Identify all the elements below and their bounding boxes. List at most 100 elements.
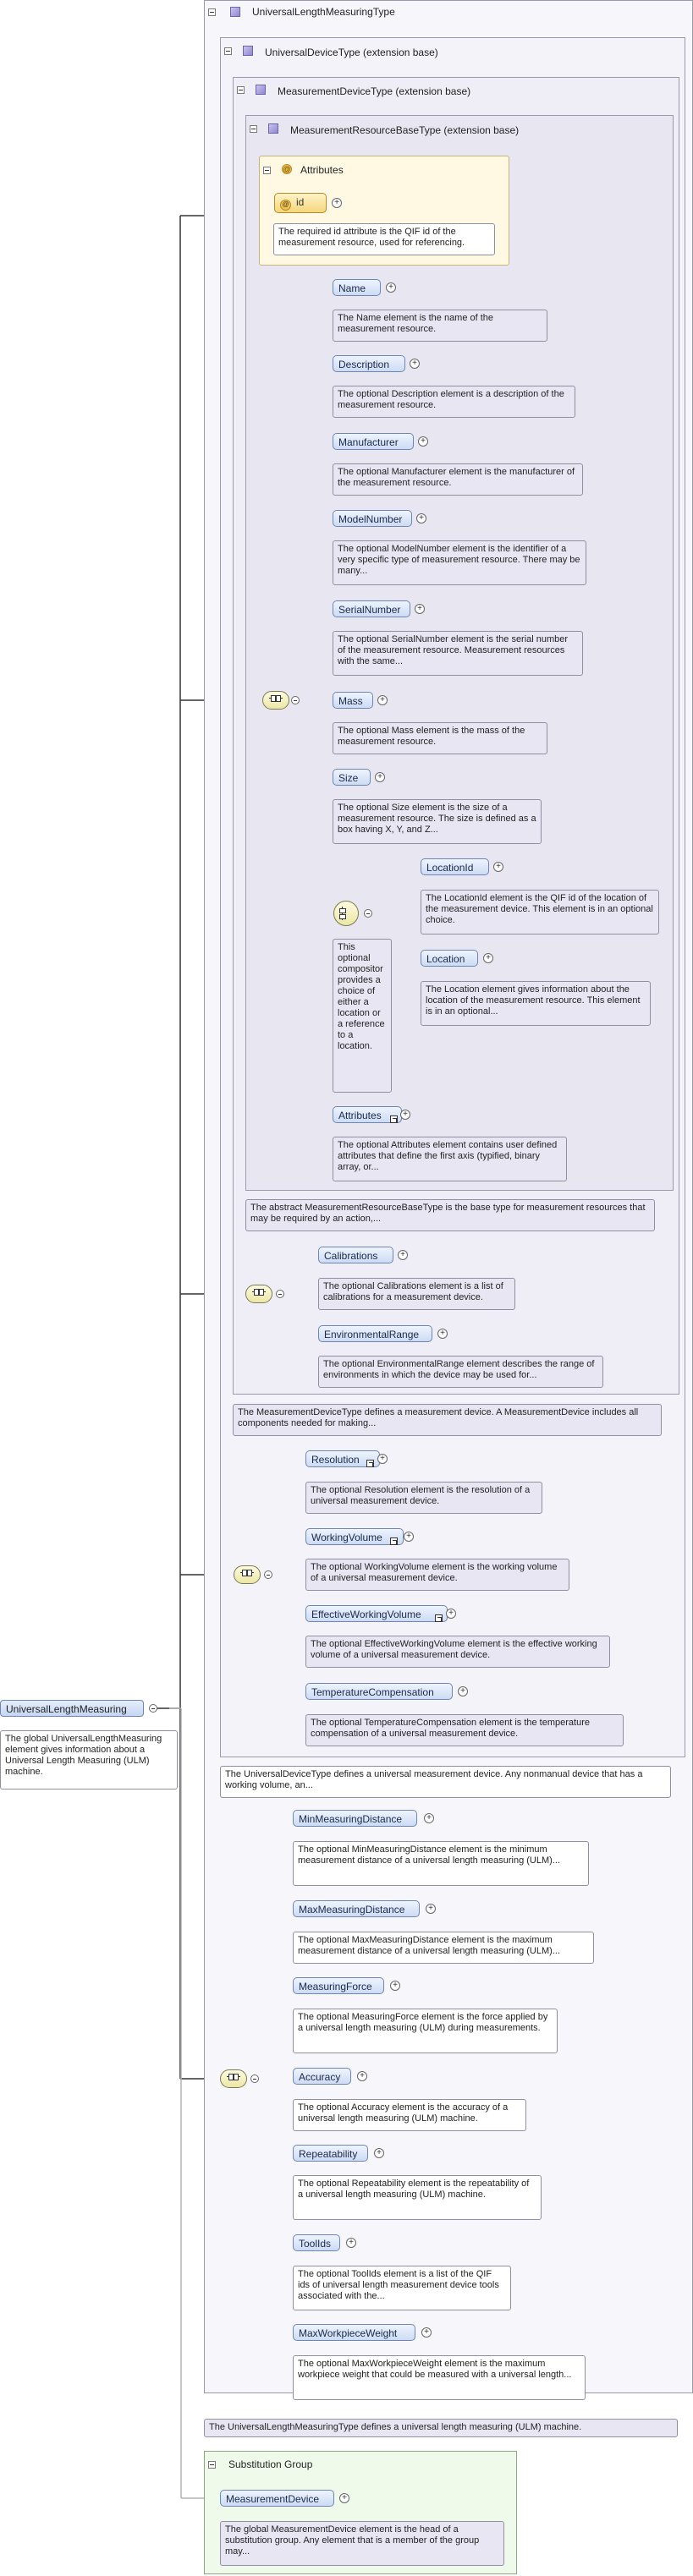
reference-arrow-icon	[366, 1460, 374, 1467]
collapse-toggle[interactable]	[291, 696, 300, 704]
element-measurementdevice[interactable]: MeasurementDevice	[220, 2490, 334, 2507]
collapse-toggle[interactable]	[237, 86, 245, 94]
collapse-toggle[interactable]	[208, 2461, 216, 2469]
expand-icon[interactable]: +	[357, 2071, 367, 2081]
expand-icon[interactable]: +	[418, 436, 428, 447]
element-location[interactable]: Location	[421, 950, 478, 967]
collapse-toggle[interactable]	[250, 2075, 259, 2083]
element-workingvolume[interactable]: WorkingVolume	[305, 1528, 404, 1545]
element-attributes[interactable]: Attributes	[333, 1106, 402, 1123]
element-measuringforce[interactable]: MeasuringForce	[293, 1977, 384, 1994]
element-doc: The optional Resolution element is the r…	[305, 1482, 542, 1514]
expand-icon[interactable]: +	[424, 1813, 434, 1823]
attribute-id[interactable]: @id	[274, 193, 327, 213]
expand-icon[interactable]: +	[390, 1981, 400, 1991]
element-effectiveworkingvolume[interactable]: EffectiveWorkingVolume	[305, 1605, 448, 1622]
element-calibrations[interactable]: Calibrations	[318, 1247, 393, 1263]
element-toolids[interactable]: ToolIds	[293, 2234, 340, 2251]
expand-icon[interactable]: +	[400, 1110, 410, 1120]
root-element[interactable]: UniversalLengthMeasuring	[0, 1700, 144, 1717]
expand-icon[interactable]: +	[339, 2493, 349, 2503]
expand-icon[interactable]: +	[375, 772, 385, 782]
element-doc: The optional EffectiveWorkingVolume elem…	[305, 1636, 610, 1668]
reference-arrow-icon	[390, 1537, 398, 1545]
expand-icon[interactable]: +	[404, 1532, 414, 1542]
complex-type-icon	[256, 85, 266, 95]
choice-doc: This optional compositor provides a choi…	[333, 939, 392, 1093]
expand-icon[interactable]: +	[346, 2238, 356, 2248]
reference-arrow-icon	[390, 1115, 398, 1123]
reference-arrow-icon	[435, 1614, 443, 1622]
element-doc: The optional Size element is the size of…	[333, 799, 542, 844]
expand-icon[interactable]: +	[493, 862, 503, 872]
collapse-toggle[interactable]	[224, 47, 232, 55]
element-doc: The optional Accuracy element is the acc…	[293, 2099, 526, 2131]
expand-icon[interactable]: +	[377, 695, 388, 705]
element-manufacturer[interactable]: Manufacturer	[333, 433, 414, 450]
expand-icon[interactable]: +	[426, 1904, 436, 1914]
element-accuracy[interactable]: Accuracy	[293, 2068, 351, 2085]
element-description[interactable]: Description	[333, 355, 405, 372]
element-name[interactable]: Name	[333, 279, 381, 296]
expand-icon[interactable]: +	[386, 282, 396, 293]
element-doc: The optional Attributes element contains…	[333, 1137, 567, 1181]
sequence-compositor-icon	[245, 1285, 272, 1303]
expand-icon[interactable]: +	[377, 1454, 388, 1464]
expand-icon[interactable]: +	[446, 1609, 456, 1619]
sequence-compositor-icon	[220, 2069, 247, 2088]
resource-base-doc: The abstract MeasurementResourceBaseType…	[245, 1199, 655, 1231]
collapse-toggle[interactable]	[264, 1570, 272, 1579]
element-doc: The Location element gives information a…	[421, 981, 651, 1026]
attribute-name: id	[296, 196, 305, 208]
element-doc: The optional Manufacturer element is the…	[333, 463, 583, 496]
expand-icon[interactable]: +	[332, 198, 342, 208]
collapse-toggle[interactable]	[364, 909, 372, 918]
complex-type-icon	[243, 46, 253, 56]
sequence-compositor-icon	[234, 1565, 261, 1584]
type-title: MeasurementResourceBaseType (extension b…	[290, 124, 520, 136]
element-doc: The optional ModelNumber element is the …	[333, 540, 586, 585]
expand-icon[interactable]: +	[421, 2327, 432, 2338]
element-doc: The optional TemperatureCompensation ele…	[305, 1714, 624, 1746]
collapse-toggle[interactable]	[250, 125, 257, 133]
substitution-group-label: Substitution Group	[228, 2458, 313, 2470]
element-minmeasuringdistance[interactable]: MinMeasuringDistance	[293, 1810, 417, 1827]
element-serialnumber[interactable]: SerialNumber	[333, 600, 410, 617]
expand-icon[interactable]: +	[398, 1250, 408, 1260]
expand-icon[interactable]: +	[415, 604, 425, 614]
element-doc: The optional ToolIds element is a list o…	[293, 2266, 511, 2310]
expand-icon[interactable]: +	[374, 2148, 384, 2158]
expand-icon[interactable]: +	[437, 1329, 448, 1339]
element-doc: The optional Description element is a de…	[333, 386, 575, 418]
element-maxmeasuringdistance[interactable]: MaxMeasuringDistance	[293, 1900, 420, 1917]
element-doc: The optional MaxMeasuringDistance elemen…	[293, 1932, 594, 1964]
collapse-toggle[interactable]	[276, 1290, 284, 1298]
element-doc: The optional MaxWorkpieceWeight element …	[293, 2355, 586, 2400]
expand-icon[interactable]: +	[483, 953, 493, 963]
collapse-toggle[interactable]	[208, 8, 216, 16]
expand-icon[interactable]: +	[458, 1686, 468, 1696]
element-maxworkpieceweight[interactable]: MaxWorkpieceWeight	[293, 2324, 415, 2341]
collapse-toggle[interactable]	[263, 167, 271, 174]
element-temperaturecompensation[interactable]: TemperatureCompensation	[305, 1683, 453, 1700]
collapse-toggle[interactable]	[149, 1704, 157, 1713]
element-size[interactable]: Size	[333, 769, 371, 786]
element-environmentalrange[interactable]: EnvironmentalRange	[318, 1325, 432, 1342]
attributes-label: Attributes	[300, 164, 344, 176]
element-resolution[interactable]: Resolution	[305, 1450, 380, 1467]
element-repeatability[interactable]: Repeatability	[293, 2145, 368, 2162]
element-doc: The Name element is the name of the meas…	[333, 310, 547, 342]
measurement-device-doc: The MeasurementDeviceType defines a meas…	[233, 1404, 662, 1436]
expand-icon[interactable]: +	[410, 359, 420, 369]
element-modelnumber[interactable]: ModelNumber	[333, 510, 412, 527]
element-doc: The optional Mass element is the mass of…	[333, 722, 547, 754]
complex-type-icon	[268, 123, 278, 134]
element-doc: The optional Repeatability element is th…	[293, 2175, 542, 2220]
element-mass[interactable]: Mass	[333, 692, 373, 709]
expand-icon[interactable]: +	[416, 513, 426, 523]
universal-device-doc: The UniversalDeviceType defines a univer…	[220, 1766, 671, 1798]
element-doc: The optional MeasuringForce element is t…	[293, 2009, 558, 2053]
element-doc: The optional EnvironmentalRange element …	[318, 1356, 603, 1388]
element-locationid[interactable]: LocationId	[421, 858, 489, 875]
complex-type-icon	[230, 7, 240, 17]
